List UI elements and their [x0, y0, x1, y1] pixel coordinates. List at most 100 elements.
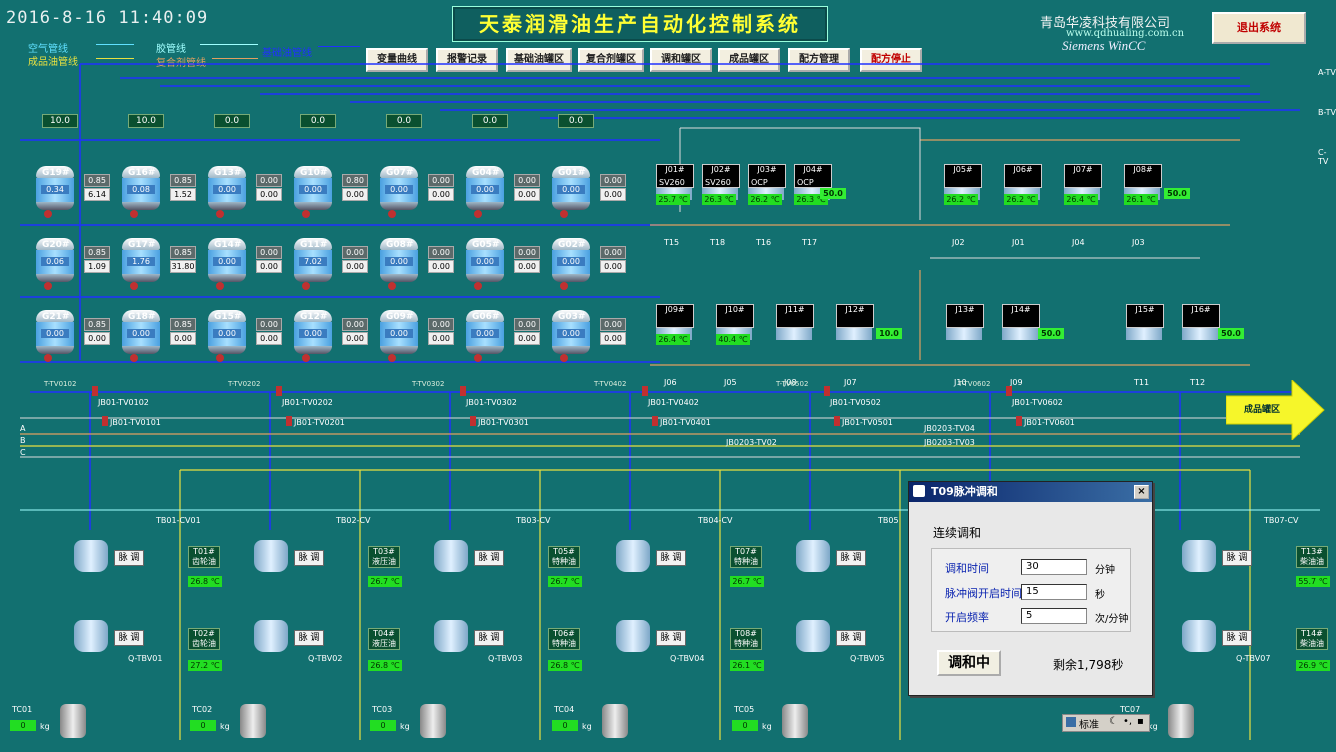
pump-icon[interactable]: [216, 354, 224, 362]
pump-icon[interactable]: [388, 354, 396, 362]
pulse-blend-button[interactable]: 脉 调: [294, 630, 324, 646]
reactor-vessel[interactable]: [836, 328, 872, 340]
pulse-blend-button[interactable]: 脉 调: [474, 550, 504, 566]
pump-icon[interactable]: [474, 282, 482, 290]
valve-icon[interactable]: [824, 386, 830, 396]
valve-icon[interactable]: [460, 386, 466, 396]
pulse-blend-button[interactable]: 脉 调: [1222, 630, 1252, 646]
nav-blend-button[interactable]: 调和罐区: [650, 48, 712, 72]
storage-tank[interactable]: G05#0.00: [466, 238, 504, 282]
reactor-vessel[interactable]: [1126, 328, 1162, 340]
valve-icon[interactable]: [286, 416, 292, 426]
pump-icon[interactable]: [302, 282, 310, 290]
pump-icon[interactable]: [474, 354, 482, 362]
filling-drum[interactable]: [420, 704, 446, 738]
storage-tank[interactable]: G19#0.34: [36, 166, 74, 210]
pulse-blend-button[interactable]: 脉 调: [294, 550, 324, 566]
pulse-blend-button[interactable]: 脉 调: [1222, 550, 1252, 566]
storage-tank[interactable]: G11#7.02: [294, 238, 332, 282]
storage-tank[interactable]: G14#0.00: [208, 238, 246, 282]
reactor-vessel[interactable]: [776, 328, 812, 340]
punctuation-icon[interactable]: •,: [1123, 716, 1133, 727]
pump-icon[interactable]: [216, 210, 224, 218]
nav-recipe-button[interactable]: 配方管理: [788, 48, 850, 72]
blend-vessel[interactable]: [434, 620, 468, 660]
pulse-blend-button[interactable]: 脉 调: [114, 550, 144, 566]
nav-additive-button[interactable]: 复合剂罐区: [578, 48, 644, 72]
blend-vessel[interactable]: [616, 620, 650, 660]
valve-icon[interactable]: [834, 416, 840, 426]
pump-icon[interactable]: [302, 354, 310, 362]
storage-tank[interactable]: G17#1.76: [122, 238, 160, 282]
storage-tank[interactable]: G12#0.00: [294, 310, 332, 354]
pump-icon[interactable]: [44, 282, 52, 290]
filling-drum[interactable]: [60, 704, 86, 738]
blending-status-button[interactable]: 调和中: [937, 650, 1001, 676]
blend-vessel[interactable]: [74, 540, 108, 580]
storage-tank[interactable]: G20#0.06: [36, 238, 74, 282]
storage-tank[interactable]: G02#0.00: [552, 238, 590, 282]
blend-vessel[interactable]: [1182, 620, 1216, 660]
blend-vessel[interactable]: [434, 540, 468, 580]
nav-trend-button[interactable]: 变量曲线: [366, 48, 428, 72]
pump-icon[interactable]: [44, 354, 52, 362]
product-area-arrow[interactable]: [1226, 380, 1326, 440]
pump-icon[interactable]: [302, 210, 310, 218]
pump-icon[interactable]: [560, 210, 568, 218]
filling-drum[interactable]: [1168, 704, 1194, 738]
reactor-vessel[interactable]: [1002, 328, 1038, 340]
pump-icon[interactable]: [44, 210, 52, 218]
ime-toolbar[interactable]: 标准 ☾ •, ▪: [1062, 714, 1150, 732]
blend-vessel[interactable]: [796, 620, 830, 660]
pump-icon[interactable]: [388, 210, 396, 218]
storage-tank[interactable]: G06#0.00: [466, 310, 504, 354]
nav-product-button[interactable]: 成品罐区: [718, 48, 780, 72]
pump-icon[interactable]: [474, 210, 482, 218]
storage-tank[interactable]: G01#0.00: [552, 166, 590, 210]
nav-recipe-stop-button[interactable]: 配方停止: [860, 48, 922, 72]
exit-system-button[interactable]: 退出系统: [1212, 12, 1306, 44]
pump-icon[interactable]: [560, 354, 568, 362]
pulse-open-time-input[interactable]: 15: [1021, 584, 1087, 600]
filling-drum[interactable]: [782, 704, 808, 738]
pump-icon[interactable]: [560, 282, 568, 290]
open-frequency-input[interactable]: 5: [1021, 608, 1087, 624]
dialog-titlebar[interactable]: T09脉冲调和 ×: [909, 482, 1152, 502]
valve-icon[interactable]: [92, 386, 98, 396]
pump-icon[interactable]: [388, 282, 396, 290]
reactor-vessel[interactable]: [946, 328, 982, 340]
pump-icon[interactable]: [130, 354, 138, 362]
storage-tank[interactable]: G09#0.00: [380, 310, 418, 354]
filling-drum[interactable]: [240, 704, 266, 738]
valve-icon[interactable]: [1006, 386, 1012, 396]
nav-base-oil-button[interactable]: 基础油罐区: [506, 48, 572, 72]
blend-vessel[interactable]: [254, 620, 288, 660]
pulse-blend-button[interactable]: 脉 调: [836, 550, 866, 566]
valve-icon[interactable]: [652, 416, 658, 426]
storage-tank[interactable]: G21#0.00: [36, 310, 74, 354]
pump-icon[interactable]: [130, 282, 138, 290]
storage-tank[interactable]: G18#0.00: [122, 310, 160, 354]
storage-tank[interactable]: G03#0.00: [552, 310, 590, 354]
pulse-blend-button[interactable]: 脉 调: [114, 630, 144, 646]
storage-tank[interactable]: G15#0.00: [208, 310, 246, 354]
keyboard-icon[interactable]: ▪: [1137, 716, 1144, 727]
storage-tank[interactable]: G07#0.00: [380, 166, 418, 210]
pump-icon[interactable]: [216, 282, 224, 290]
pulse-blend-button[interactable]: 脉 调: [474, 630, 504, 646]
storage-tank[interactable]: G13#0.00: [208, 166, 246, 210]
blend-vessel[interactable]: [254, 540, 288, 580]
moon-icon[interactable]: ☾: [1109, 716, 1118, 727]
nav-alarm-button[interactable]: 报警记录: [436, 48, 498, 72]
filling-drum[interactable]: [602, 704, 628, 738]
storage-tank[interactable]: G04#0.00: [466, 166, 504, 210]
blend-vessel[interactable]: [74, 620, 108, 660]
valve-icon[interactable]: [1016, 416, 1022, 426]
valve-icon[interactable]: [642, 386, 648, 396]
valve-icon[interactable]: [102, 416, 108, 426]
pulse-blend-button[interactable]: 脉 调: [836, 630, 866, 646]
close-button[interactable]: ×: [1134, 485, 1149, 499]
reactor-vessel[interactable]: [1182, 328, 1218, 340]
blend-time-input[interactable]: 30: [1021, 559, 1087, 575]
blend-vessel[interactable]: [616, 540, 650, 580]
